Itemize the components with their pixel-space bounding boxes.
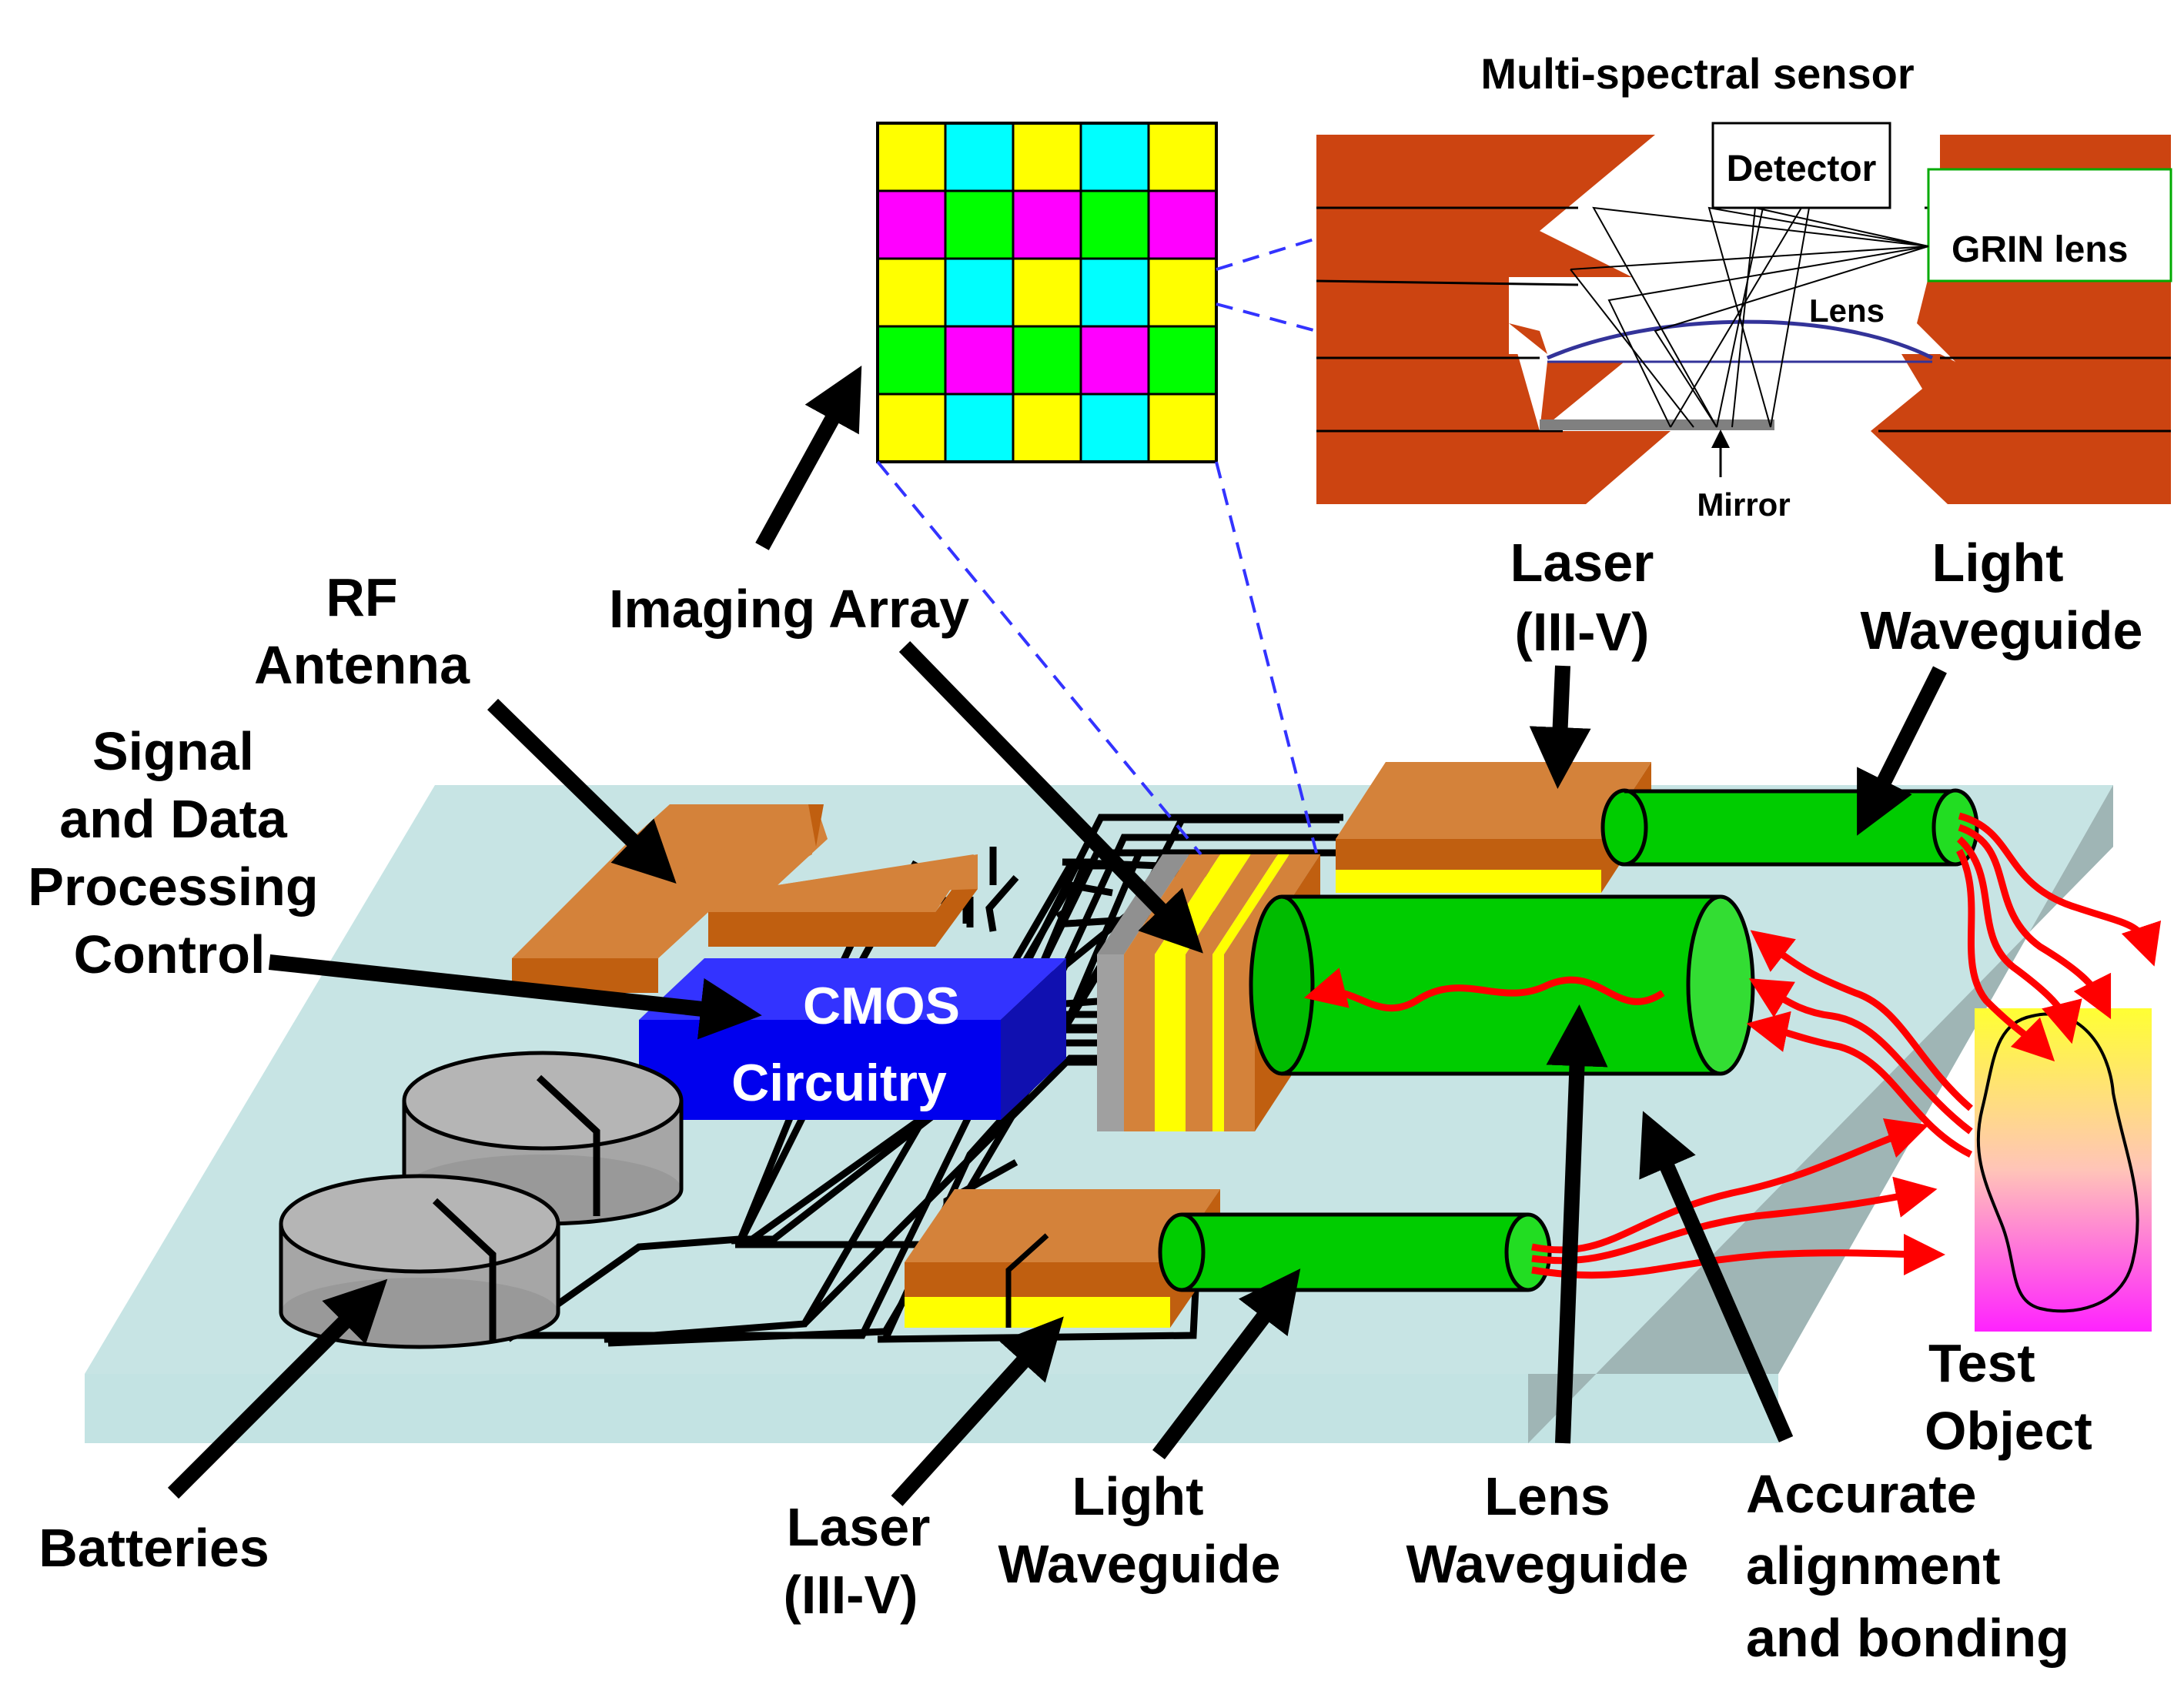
battery-front: [279, 1174, 560, 1349]
laser-top-label-1: Laser: [1510, 533, 1654, 593]
imaging-grid-cell: [876, 189, 947, 260]
imaging-grid-cell: [1147, 325, 1218, 396]
laser-top-label-2: (III-V): [1515, 602, 1650, 662]
lens-waveguide-label-2: Waveguide: [1406, 1534, 1689, 1594]
imaging-grid-cell: [944, 325, 1015, 396]
test-object-label-1: Test: [1928, 1333, 2035, 1393]
imaging-grid-cell: [1012, 325, 1082, 396]
page-title: Multi-spectral sensor: [1480, 49, 1914, 98]
imaging-grid-cell: [1012, 122, 1082, 192]
imaging-grid-cell: [1012, 257, 1082, 328]
lens-waveguide: [1249, 894, 1755, 1076]
imaging-grid-cell: [876, 122, 947, 192]
imaging-grid-cell: [1079, 122, 1150, 192]
light-waveguide-top: [1600, 788, 1979, 867]
lens-label: Lens: [1809, 292, 1885, 329]
test-object-label-2: Object: [1925, 1401, 2092, 1461]
signal-label-1: Signal: [92, 721, 254, 781]
laser-bottom-label-1: Laser: [787, 1497, 931, 1557]
imaging-grid-cell: [1079, 325, 1150, 396]
imaging-grid-cell: [944, 122, 1015, 192]
alignment-label-1: Accurate: [1746, 1464, 1977, 1524]
laser-bottom: [905, 1189, 1220, 1328]
imaging-grid-cell: [1147, 393, 1218, 463]
imaging-grid-cell: [1012, 393, 1082, 463]
imaging-grid-cell: [944, 257, 1015, 328]
circuitry-label: Circuitry: [731, 1054, 947, 1112]
imaging-grid-cell: [876, 257, 947, 328]
cmos-circuitry: CMOS Circuitry: [639, 958, 1066, 1120]
lens-waveguide-label-1: Lens: [1484, 1466, 1610, 1526]
multi-spectral-sensor: Detector GRIN lens Lens Mirror: [1316, 122, 2172, 523]
imaging-grid-cell: [1147, 257, 1218, 328]
imaging-grid-cell: [1079, 393, 1150, 463]
light-rays: [1531, 812, 2162, 1279]
light-waveguide-top-label-2: Waveguide: [1861, 600, 2143, 660]
imaging-grid-cell: [1079, 257, 1150, 328]
light-waveguide-bottom-label-2: Waveguide: [998, 1534, 1281, 1594]
ray-traces: [1570, 206, 1929, 428]
laser-bottom-label-2: (III-V): [784, 1565, 918, 1625]
alignment-label-3: and bonding: [1746, 1608, 2069, 1668]
imaging-grid: [876, 122, 1218, 463]
imaging-grid-cell: [1079, 189, 1150, 260]
imaging-grid-border: [876, 122, 1218, 463]
alignment-label-2: alignment: [1746, 1536, 2001, 1596]
cmos-label: CMOS: [803, 977, 960, 1035]
detector-label: Detector: [1727, 149, 1877, 189]
batteries-label: Batteries: [38, 1518, 269, 1578]
imaging-grid-cell: [1147, 122, 1218, 192]
imaging-grid-cell: [876, 393, 947, 463]
light-waveguide-bottom: [1158, 1212, 1552, 1292]
grin-lens-box: [1927, 168, 2172, 282]
imaging-grid-cell: [944, 189, 1015, 260]
mirror-label: Mirror: [1697, 486, 1790, 523]
mirror-bar: [1540, 419, 1774, 430]
imaging-grid-cell: [876, 325, 947, 396]
signal-label-3: Processing: [28, 857, 318, 917]
grin-lens-label: GRIN lens: [1952, 229, 2128, 270]
projection-lines: [876, 237, 1318, 856]
light-waveguide-bottom-label-1: Light: [1072, 1466, 1203, 1526]
signal-label-2: and Data: [59, 789, 288, 849]
test-object: [1975, 1008, 2152, 1332]
rf-antenna-label-1: RF: [326, 567, 397, 627]
imaging-grid-cell: [1147, 189, 1218, 260]
detector-box: [1711, 122, 1891, 209]
light-waveguide-top-label-1: Light: [1931, 533, 2063, 593]
pointer-arrows: [167, 365, 1947, 1506]
imaging-grid-cell: [944, 393, 1015, 463]
signal-label-4: Control: [74, 924, 266, 984]
imaging-array-label: Imaging Array: [609, 579, 969, 639]
rf-antenna-label-2: Antenna: [254, 635, 470, 695]
imaging-grid-cell: [1012, 189, 1082, 260]
